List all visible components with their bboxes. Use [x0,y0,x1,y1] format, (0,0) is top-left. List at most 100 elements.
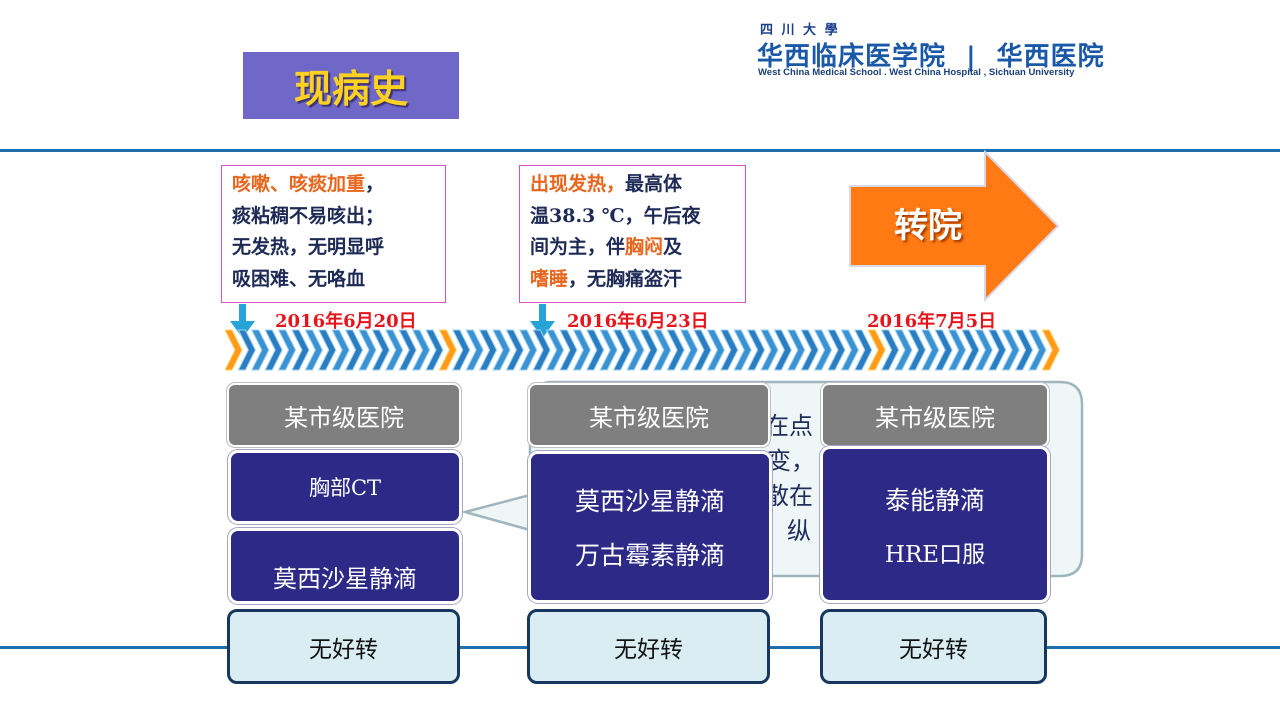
title-box: 现病史 [243,52,459,119]
top-divider-line [0,149,1280,152]
timeline-chevron [585,329,605,371]
timeline-chevron [572,329,591,371]
timeline-chevron [225,329,243,371]
timeline-chevron [1001,329,1020,371]
timeline-chevron [237,329,256,371]
timeline-chevron [760,329,779,371]
callout-fragment-1: 在点 [765,412,813,440]
note-line: 间为主，伴胸闷及 [530,232,735,264]
date-label-3: 2016年7月5日 [867,311,997,332]
timeline-chevron [438,329,457,371]
timeline-chevron [961,329,980,371]
timeline-chevron [411,329,431,371]
logo-university-text: 四 川 大 學 [760,23,840,38]
timeline-chevron [920,329,940,371]
timeline-chevron [639,329,658,371]
timeline-chevron [746,329,766,371]
logo-main-text: 华西临床医学院 | 华西医院 [757,36,1105,73]
note-text: 痰粘稠不易咳出； [232,204,385,227]
timeline-chevron [478,329,498,371]
timeline-chevron [425,329,444,371]
timeline-chevron [505,329,524,371]
note-line: 痰粘稠不易咳出； [232,201,435,233]
note-text: 最高体 [625,173,683,195]
date-label-2: 2016年6月23日 [567,311,709,332]
logo-school-name: 华西临床医学院 [757,42,947,72]
timeline-chevron [840,329,859,371]
timeline-chevron [666,329,685,371]
highlighted-symptom: 出现发热， [530,173,626,195]
treatment-card-2: 莫西沙星静滴 万古霉素静滴 [528,451,772,603]
highlighted-symptom: 咳嗽、咳痰加重 [232,173,366,195]
note-line: 无发热，无明显呼 [232,232,435,264]
note-text: ， [365,173,385,195]
timeline-chevron [800,329,819,371]
timeline-chevron [693,329,712,371]
down-arrow-icon-2 [530,304,555,338]
timeline-chevron [706,329,725,371]
timeline-chevron [867,329,886,371]
timeline-chevron [853,329,873,371]
timeline-chevron [277,329,297,371]
treatment-text: 泰能静滴 [884,485,985,515]
timeline-chevron [786,329,806,371]
timeline-chevron [733,329,752,371]
timeline-chevron [987,329,1007,371]
timeline-chevron [626,329,645,371]
logo-separator: | [966,42,977,72]
logo-subtitle: West China Medical School . West China H… [758,67,1075,78]
callout-fragment-2: 变， [767,447,815,475]
timeline-chevron [545,329,565,371]
timeline-chevron [465,329,484,371]
treatment-text: 莫西沙星静滴 [273,564,417,593]
timeline-chevron [974,329,993,371]
timeline-chevron [1041,329,1060,371]
timeline-chevron [371,329,390,371]
callout-text-fragments: 在点 变， 散在 纵 [765,409,815,549]
callout-fragment-4: 纵 [787,517,811,545]
timeline-chevron [331,329,350,371]
highlighted-symptom: 胸闷 [625,236,664,258]
hospital-card-3: 某市级医院 [821,383,1049,447]
note-text: ，无胸痛盗汗 [568,267,683,290]
treatment-text: HRE口服 [884,541,986,568]
symptom-note-1: 咳嗽、咳痰加重， 痰粘稠不易咳出； 无发热，无明显呼吸困难、无咯血 [221,165,446,303]
note-text: 无发热，无明显呼 [232,236,385,258]
note-line: 出现发热，最高体 [530,169,735,201]
timeline-chevron [532,329,551,371]
timeline-chevron [894,329,913,371]
note-line: 嗜睡，无胸痛盗汗 [530,264,735,296]
timeline-chevron [813,329,833,371]
timeline-chevron [317,329,337,371]
timeline-chevron [492,329,511,371]
treatment-text: 万古霉素静滴 [574,541,725,570]
date-label-1: 2016年6月20日 [275,311,417,332]
note-text: 间为主，伴 [530,236,626,258]
note-text: 温38.3 ℃，午后夜 [530,204,701,227]
treatment-card-1b: 莫西沙星静滴 [228,528,462,604]
logo-hospital-name: 华西医院 [996,42,1105,72]
page-title: 现病史 [293,67,408,111]
timeline-chevron-band [225,329,1060,371]
treatment-card-3: 泰能静滴 HRE口服 [820,446,1050,603]
note-text: 吸困难、无咯血 [232,267,366,290]
timeline-chevron [264,329,283,371]
hospital-card-1: 某市级医院 [227,383,461,447]
timeline-chevron [612,329,632,371]
treatment-text: 莫西沙星静滴 [574,487,725,516]
result-card-2: 无好转 [527,609,770,684]
highlighted-symptom: 嗜睡 [530,267,569,290]
timeline-chevron [559,329,578,371]
result-card-3: 无好转 [820,609,1047,684]
transfer-label: 转院 [894,206,962,246]
timeline-chevron [518,329,538,371]
transfer-arrow-icon [849,150,1060,302]
result-card-1: 无好转 [227,609,460,684]
timeline-chevron [344,329,364,371]
timeline-chevron [358,329,377,371]
symptom-note-2: 出现发热，最高体温38.3 ℃，午后夜间为主，伴胸闷及嗜睡，无胸痛盗汗 [519,165,746,303]
note-line: 吸困难、无咯血 [232,264,435,296]
timeline-chevron [679,329,699,371]
timeline-chevron [652,329,672,371]
note-line: 温38.3 ℃，午后夜 [530,201,735,233]
